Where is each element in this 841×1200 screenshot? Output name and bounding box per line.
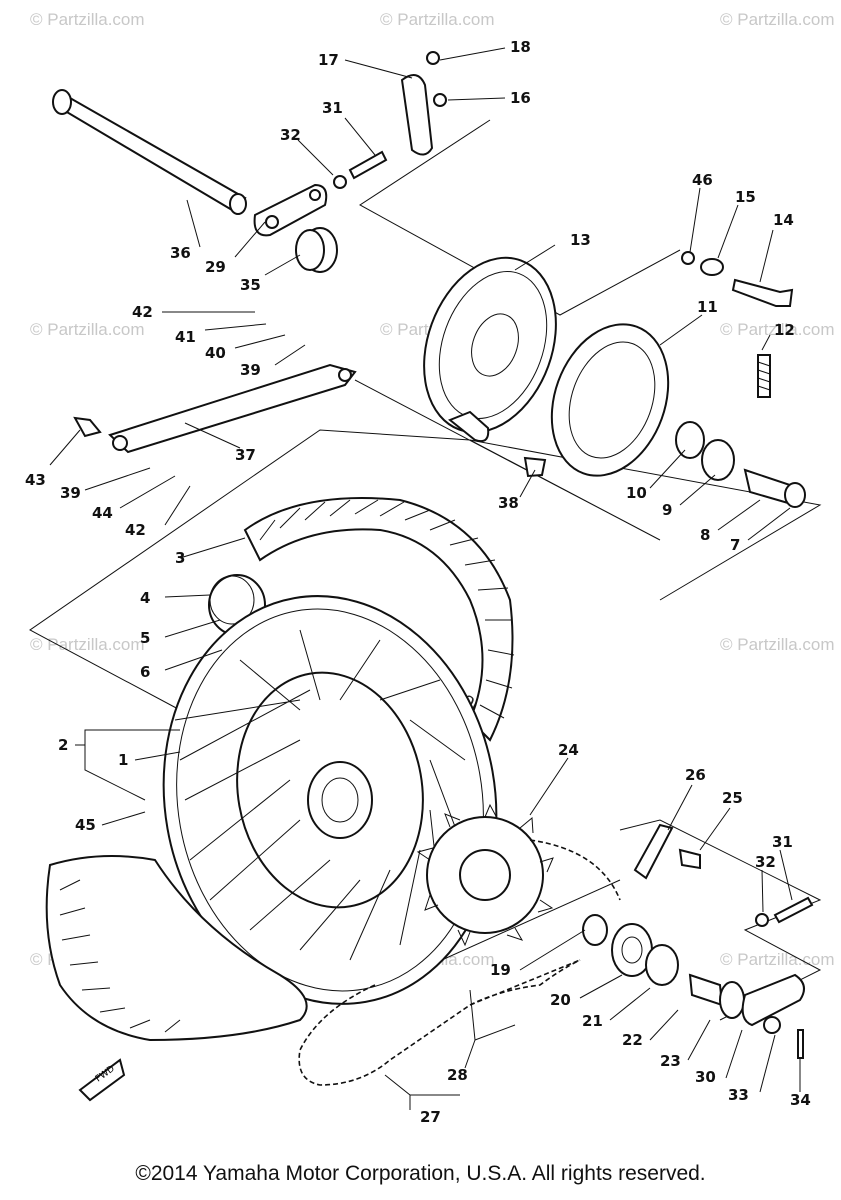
chain-puller-left [253, 183, 328, 237]
callout-11: 11 [697, 298, 718, 316]
callout-19: 19 [490, 961, 511, 979]
forward-arrow: FWD [78, 1058, 126, 1102]
callout-25: 25 [722, 789, 743, 807]
callout-46: 46 [692, 171, 713, 189]
watermark: © Partzilla.com [30, 320, 145, 339]
callout-13: 13 [570, 231, 591, 249]
brake-cam-lever [400, 51, 447, 156]
watermark: © Partzilla.com [720, 10, 835, 29]
callout-26: 26 [685, 766, 706, 784]
callout-28: 28 [447, 1066, 468, 1084]
callout-31b: 31 [772, 833, 793, 851]
callout-39b: 39 [60, 484, 81, 502]
callout-7: 7 [730, 536, 740, 554]
callout-38: 38 [498, 494, 519, 512]
watermark: © Partzilla.com [720, 320, 835, 339]
copyright-notice: ©2014 Yamaha Motor Corporation, U.S.A. A… [135, 1162, 706, 1185]
callout-27: 27 [420, 1108, 441, 1126]
callout-10: 10 [626, 484, 647, 502]
callout-9: 9 [662, 501, 672, 519]
callout-42: 42 [132, 303, 153, 321]
brake-shoe-plate [423, 256, 557, 443]
tension-bar [108, 363, 357, 454]
callout-37: 37 [235, 446, 256, 464]
callout-30: 30 [695, 1068, 716, 1086]
callout-20: 20 [550, 991, 571, 1009]
callout-12: 12 [774, 321, 795, 339]
right-side-hardware [633, 823, 814, 927]
callout-14: 14 [773, 211, 794, 229]
rear-sprocket [416, 803, 554, 947]
callout-18: 18 [510, 38, 531, 56]
callout-41: 41 [175, 328, 196, 346]
callout-36: 36 [170, 244, 191, 262]
watermark: © Partzilla.com [380, 10, 495, 29]
callout-39: 39 [240, 361, 261, 379]
exploded-parts-diagram: © Partzilla.com © Partzilla.com © Partzi… [25, 10, 835, 1126]
sprocket-hub-parts [582, 914, 805, 1059]
brake-shoes [550, 323, 670, 477]
tire-lower [45, 855, 308, 1042]
bolts-misc [73, 416, 547, 478]
callout-4: 4 [140, 589, 150, 607]
hub-bearing-set [675, 421, 806, 508]
bolt-top [333, 150, 388, 189]
callout-23: 23 [660, 1052, 681, 1070]
callout-2: 2 [58, 736, 68, 754]
callout-21: 21 [582, 1012, 603, 1030]
callout-42b: 42 [125, 521, 146, 539]
callout-29: 29 [205, 258, 226, 276]
watermark: © Partzilla.com [30, 10, 145, 29]
collar [295, 227, 338, 273]
callout-15: 15 [735, 188, 756, 206]
callout-40: 40 [205, 344, 226, 362]
callout-22: 22 [622, 1031, 643, 1049]
callout-5: 5 [140, 629, 150, 647]
rear-axle [52, 89, 247, 215]
callout-44: 44 [92, 504, 113, 522]
callout-33: 33 [728, 1086, 749, 1104]
callout-labels: 17 18 16 31 32 36 29 35 13 46 15 14 11 1… [25, 38, 811, 1126]
callout-16: 16 [510, 89, 531, 107]
callout-6: 6 [140, 663, 150, 681]
leader-lines [49, 47, 801, 1110]
rear-wheel [162, 595, 498, 1005]
watermark: © Partzilla.com [30, 635, 145, 654]
watermark: © Partzilla.com [720, 950, 835, 969]
tire-upper [243, 497, 515, 742]
callout-34: 34 [790, 1091, 811, 1109]
callout-17: 17 [318, 51, 339, 69]
brake-small-parts [681, 251, 794, 398]
callout-32b: 32 [755, 853, 776, 871]
drive-chain [298, 839, 621, 1086]
callout-24: 24 [558, 741, 579, 759]
watermark: © Partzilla.com [720, 635, 835, 654]
callout-35: 35 [240, 276, 261, 294]
callout-1: 1 [118, 751, 128, 769]
callout-3: 3 [175, 549, 185, 567]
callout-31: 31 [322, 99, 343, 117]
callout-32: 32 [280, 126, 301, 144]
callout-8: 8 [700, 526, 710, 544]
callout-45: 45 [75, 816, 96, 834]
callout-43: 43 [25, 471, 46, 489]
